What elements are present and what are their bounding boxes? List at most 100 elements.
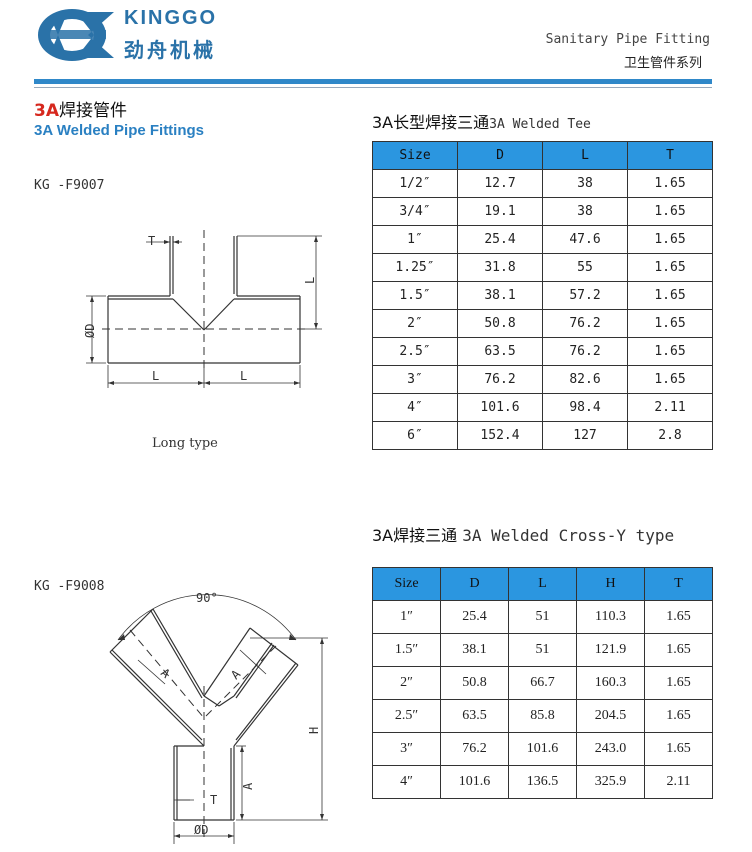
table-cell: 19.1: [457, 197, 543, 226]
table-cell: 57.2: [542, 281, 628, 310]
table-cell: 63.5: [440, 699, 509, 733]
table-cell: 101.6: [457, 393, 543, 422]
kinggo-logo: [38, 9, 114, 61]
table-cell: 50.8: [457, 309, 543, 338]
dim-l-label-vertical: L: [303, 277, 317, 284]
product-code-f9008: KG -F9008: [34, 579, 105, 594]
table-cell: 55: [542, 253, 628, 282]
header-rule: [34, 79, 712, 84]
dim-l-label-right: L: [240, 369, 247, 383]
brand-name-cn: 劲舟机械: [124, 38, 216, 62]
table-cell: 25.4: [440, 600, 509, 634]
table-cell: 1″: [372, 225, 458, 254]
col-header-d: D: [457, 141, 543, 170]
table-cell: 1.65: [627, 309, 713, 338]
table-cell: 1.65: [627, 253, 713, 282]
table-cell: 3″: [372, 732, 441, 766]
table-cell: 12.7: [457, 169, 543, 198]
table-cell: 325.9: [576, 765, 645, 799]
dim-a-label-right: A: [228, 667, 244, 683]
table-cell: 47.6: [542, 225, 628, 254]
table-cell: 3/4″: [372, 197, 458, 226]
table-title-tee: 3A长型焊接三通3A Welded Tee: [372, 113, 591, 132]
table-cell: 38.1: [457, 281, 543, 310]
table-cell: 243.0: [576, 732, 645, 766]
col-header-l: L: [508, 567, 577, 601]
table-cell: 85.8: [508, 699, 577, 733]
table-cell: 2″: [372, 666, 441, 700]
table-cell: 2.11: [644, 765, 713, 799]
table-cell: 38: [542, 169, 628, 198]
col-header-h: H: [576, 567, 645, 601]
table-cell: 4″: [372, 393, 458, 422]
table-cell: 110.3: [576, 600, 645, 634]
table-cell: 76.2: [440, 732, 509, 766]
table-cell: 1.65: [644, 633, 713, 667]
dim-od-label: ØD: [194, 823, 208, 837]
col-header-l: L: [542, 141, 628, 170]
brand-name-en: KINGGO: [124, 7, 218, 29]
cross-y-drawing: 90° A A H A T ØD: [109, 591, 328, 844]
table-cell: 2.5″: [372, 699, 441, 733]
table-cell: 66.7: [508, 666, 577, 700]
table-cell: 31.8: [457, 253, 543, 282]
table-cell: 63.5: [457, 337, 543, 366]
table-cell: 1.65: [627, 169, 713, 198]
angle-90-label: 90°: [196, 591, 218, 605]
table-cell: 152.4: [457, 421, 543, 450]
table-cell: 76.2: [457, 365, 543, 394]
table-cell: 136.5: [508, 765, 577, 799]
col-header-t: T: [644, 567, 713, 601]
table-cell: 25.4: [457, 225, 543, 254]
section-title-en: 3A Welded Pipe Fittings: [34, 122, 205, 139]
col-header-t: T: [627, 141, 713, 170]
table-cell: 1.65: [627, 281, 713, 310]
table-cell: 1.65: [644, 699, 713, 733]
header-rule-thin: [34, 87, 712, 88]
table-cell: 1.65: [627, 225, 713, 254]
table-cell: 2.11: [627, 393, 713, 422]
series-title-en: Sanitary Pipe Fitting: [545, 32, 710, 47]
col-header-size: Size: [372, 567, 441, 601]
table-cell: 50.8: [440, 666, 509, 700]
table-cell: 1.65: [627, 197, 713, 226]
section-title-cn: 3A焊接管件: [34, 101, 127, 121]
table-cell: 1.5″: [372, 281, 458, 310]
table-cell: 98.4: [542, 393, 628, 422]
drawing-caption: Long type: [152, 436, 218, 451]
table-cell: 3″: [372, 365, 458, 394]
table-cell: 76.2: [542, 337, 628, 366]
table-cell: 204.5: [576, 699, 645, 733]
table-cell: 76.2: [542, 309, 628, 338]
dim-a-label-left: A: [158, 666, 173, 682]
table-title-cross-y: 3A焊接三通 3A Welded Cross-Y type: [372, 526, 675, 545]
table-cell: 1.65: [644, 732, 713, 766]
table-cell: 38: [542, 197, 628, 226]
dim-od-label: ØD: [83, 324, 97, 338]
table-cell: 1.65: [627, 365, 713, 394]
table-cell: 127: [542, 421, 628, 450]
table-cell: 2″: [372, 309, 458, 338]
long-tee-drawing: T L ØD L L: [83, 230, 322, 388]
table-cell: 101.6: [440, 765, 509, 799]
table-cell: 1/2″: [372, 169, 458, 198]
col-header-size: Size: [372, 141, 458, 170]
dim-l-label-left: L: [152, 369, 159, 383]
table-cell: 51: [508, 600, 577, 634]
